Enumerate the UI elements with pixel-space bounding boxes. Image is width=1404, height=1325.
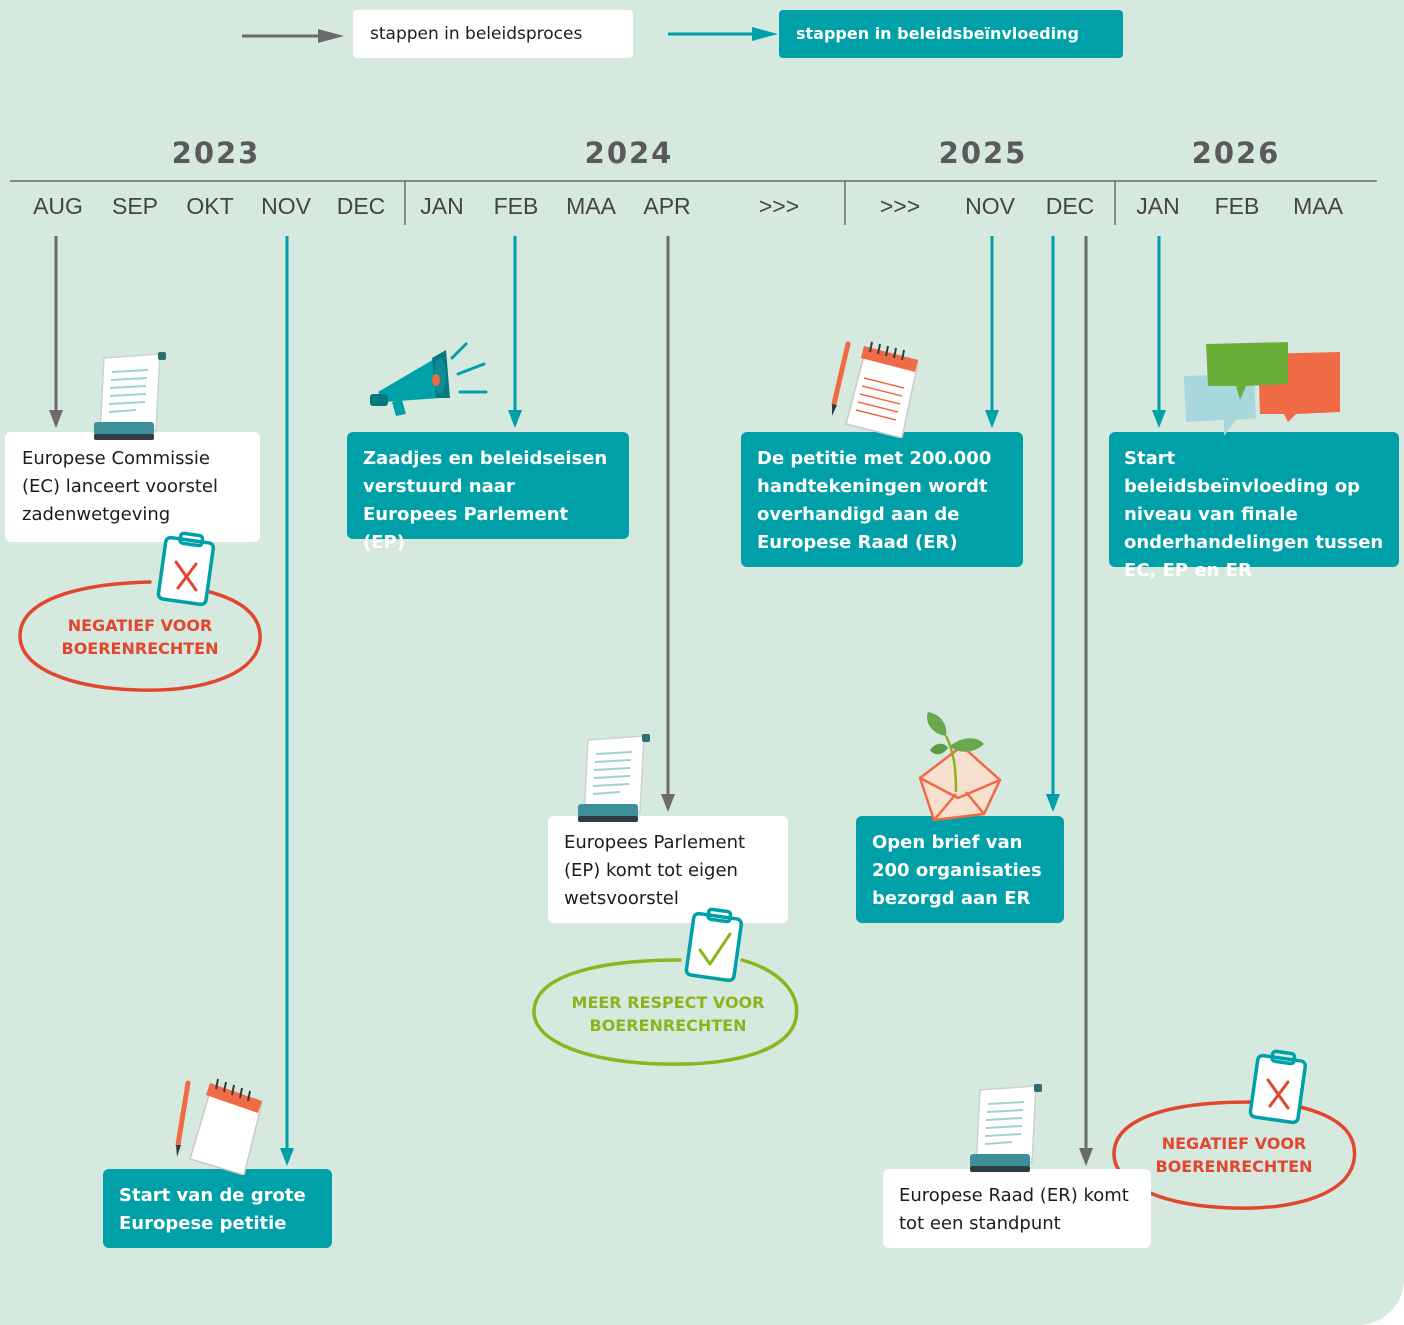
clipboard-cross-icon <box>1248 1049 1308 1125</box>
speech-bubbles-icon <box>1184 342 1340 436</box>
event-open-letter: Open brief van 200 organisaties bezorgd … <box>856 816 1064 923</box>
month-okt: OKT <box>186 193 234 219</box>
event-ec-proposal: Europese Commissie (EC) lanceert voorste… <box>5 432 260 542</box>
positive-stamp-ring-ep <box>532 958 799 1066</box>
year-2024: 2024 <box>584 136 674 170</box>
event-trilogue-start-text: Start beleidsbeïnvloeding op niveau van … <box>1124 448 1384 581</box>
event-trilogue-start: Start beleidsbeïnvloeding op niveau van … <box>1109 432 1399 581</box>
month-apr: APR <box>643 193 691 219</box>
legend-influence-label: stappen in beleidsbeïnvloeding <box>796 24 1079 43</box>
month-jan-2026: JAN <box>1136 193 1180 219</box>
year-2025: 2025 <box>938 136 1028 170</box>
month-feb: FEB <box>493 193 539 219</box>
assessment-er: NEGATIEF VOOR BOERENRECHTEN <box>1124 1132 1344 1178</box>
negative-stamp-ring-er <box>1112 1100 1357 1210</box>
legend-process-tag: stappen in beleidsproces <box>353 10 633 58</box>
month-nov: NOV <box>261 193 311 219</box>
event-petition-start-text: Start van de grote Europese petitie <box>119 1185 306 1234</box>
event-er-position: Europese Raad (ER) komt tot een standpun… <box>883 1169 1151 1248</box>
document-scroll-icon <box>578 734 650 822</box>
notepad-pencil-icon <box>831 341 919 438</box>
legend-influence-arrow <box>668 27 778 41</box>
month-jan: JAN <box>420 193 464 219</box>
event-ep-proposal-text: Europees Parlement (EP) komt tot eigen w… <box>564 832 746 909</box>
assessment-ep: MEER RESPECT VOOR BOERENRECHTEN <box>548 991 788 1037</box>
arrow-er-position <box>1079 236 1093 1166</box>
assessment-ec-text: NEGATIEF VOOR BOERENRECHTEN <box>61 616 219 658</box>
event-petition-delivered-text: De petitie met 200.000 handtekeningen wo… <box>757 448 992 553</box>
month-gap-1: >>> <box>758 193 800 219</box>
document-scroll-icon <box>94 352 166 440</box>
event-seeds-sent: Zaadjes en beleidseisen verstuurd naar E… <box>347 432 629 553</box>
month-dec: DEC <box>336 193 386 219</box>
year-2023: 2023 <box>171 136 261 170</box>
event-ep-proposal: Europees Parlement (EP) komt tot eigen w… <box>548 816 788 923</box>
megaphone-icon <box>370 342 488 416</box>
clipboard-cross-icon <box>156 531 216 607</box>
arrow-seeds-sent <box>508 236 522 428</box>
assessment-er-text: NEGATIEF VOOR BOERENRECHTEN <box>1155 1134 1313 1176</box>
arrow-open-letter <box>1046 236 1060 812</box>
event-seeds-sent-text: Zaadjes en beleidseisen verstuurd naar E… <box>363 448 608 553</box>
assessment-ec: NEGATIEF VOOR BOERENRECHTEN <box>40 614 240 660</box>
event-petition-start: Start van de grote Europese petitie <box>103 1169 332 1248</box>
assessment-ep-text: MEER RESPECT VOOR BOERENRECHTEN <box>571 993 765 1035</box>
arrow-ec-proposal <box>49 236 63 428</box>
month-sep: SEP <box>111 193 159 219</box>
legend-influence-tag: stappen in beleidsbeïnvloeding <box>779 10 1123 58</box>
arrow-trilogue-start <box>1152 236 1166 428</box>
arrow-ep-proposal <box>661 236 675 812</box>
arrow-petition-delivered <box>985 236 999 428</box>
legend-process-label: stappen in beleidsproces <box>370 24 583 44</box>
month-gap-2: >>> <box>879 193 921 219</box>
month-maa: MAA <box>566 193 616 219</box>
month-feb-2026: FEB <box>1214 193 1260 219</box>
month-nov-2025: NOV <box>965 193 1015 219</box>
clipboard-check-icon <box>684 907 744 983</box>
month-dec-2025: DEC <box>1045 193 1095 219</box>
month-aug: AUG <box>33 193 83 219</box>
year-2026: 2026 <box>1191 136 1281 170</box>
notepad-pencil-icon <box>175 1078 263 1175</box>
negative-stamp-ring-ec <box>18 580 262 692</box>
event-petition-delivered: De petitie met 200.000 handtekeningen wo… <box>741 432 1023 567</box>
document-scroll-icon <box>970 1084 1042 1172</box>
month-maa-2026: MAA <box>1293 193 1343 219</box>
arrow-petition-start <box>280 236 294 1166</box>
envelope-sprout-icon <box>918 712 1002 822</box>
legend-process-arrow <box>242 29 344 43</box>
event-er-position-text: Europese Raad (ER) komt tot een standpun… <box>899 1185 1129 1234</box>
event-open-letter-text: Open brief van 200 organisaties bezorgd … <box>872 832 1042 909</box>
event-ec-proposal-text: Europese Commissie (EC) lanceert voorste… <box>22 448 218 525</box>
